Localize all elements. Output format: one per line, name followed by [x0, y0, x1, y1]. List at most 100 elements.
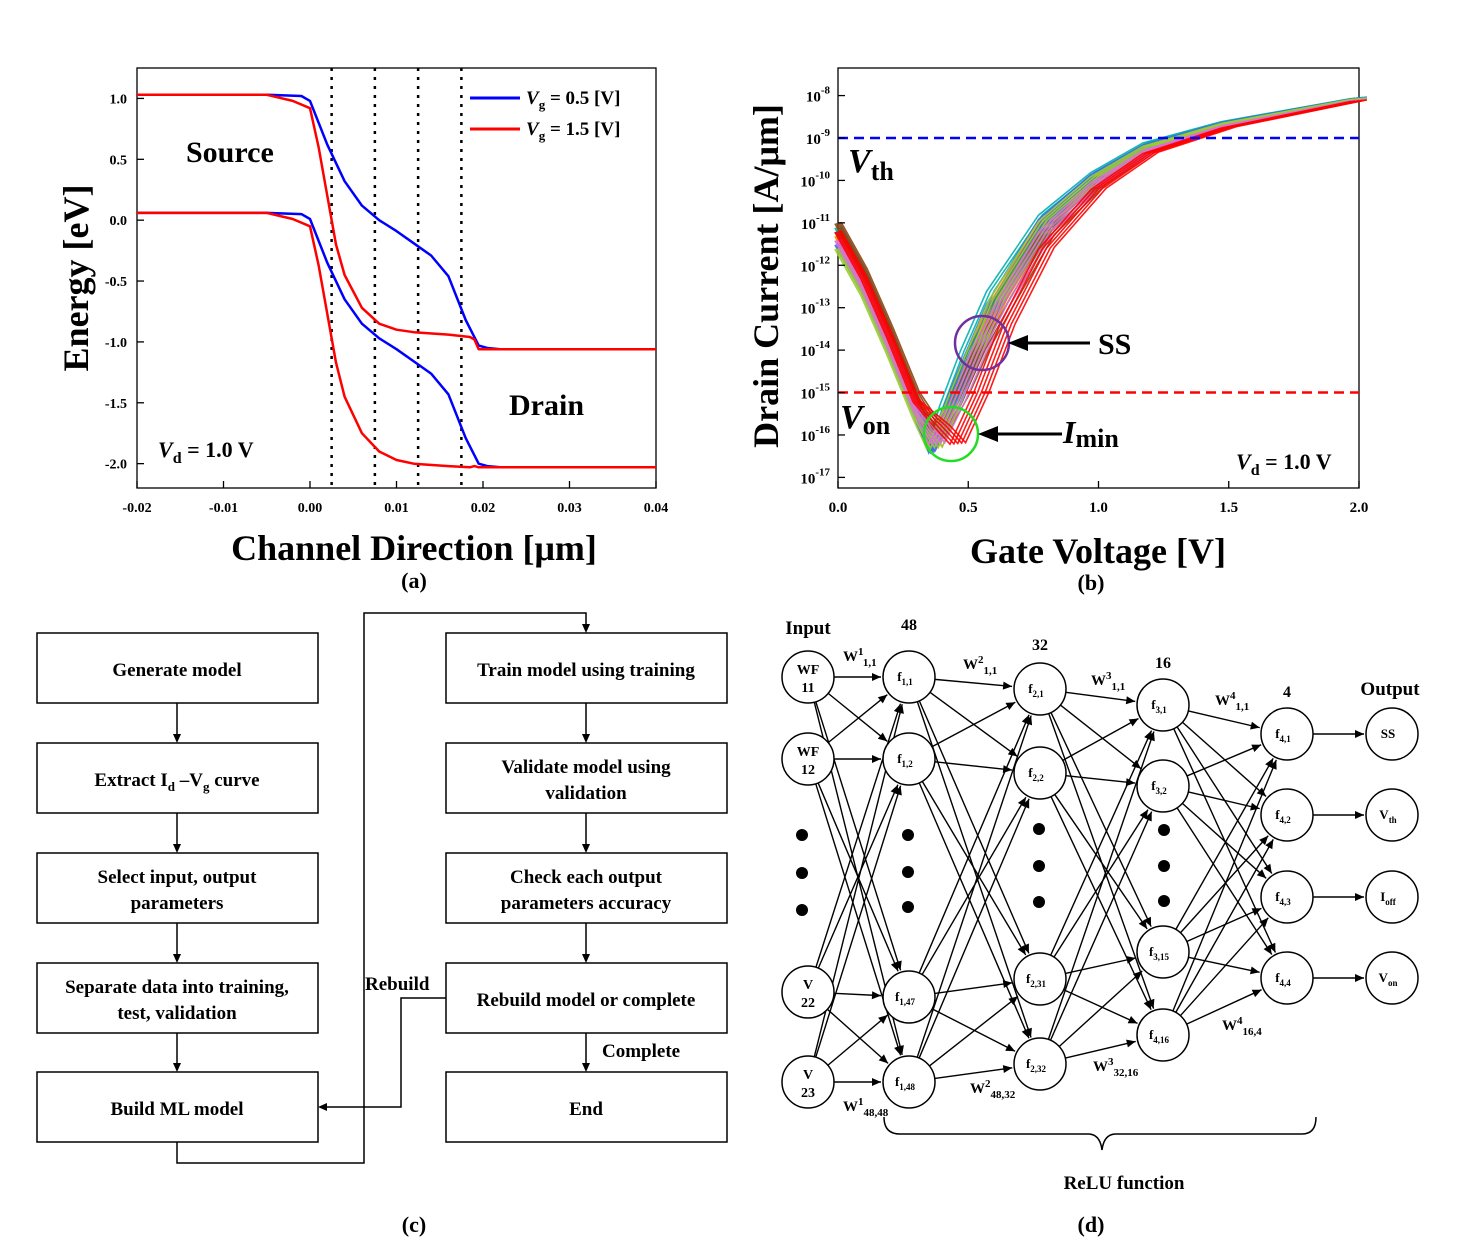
nn-neuron-label: f2,31 [1026, 971, 1047, 989]
legend-label-vg05: Vg = 0.5 [V] [526, 88, 620, 112]
vg15-band-valence [137, 211, 656, 469]
chart-a-ylabel: Energy [eV] [56, 185, 96, 372]
step-rebuild-label: Rebuild model or complete [477, 990, 696, 1011]
nn-node [1365, 870, 1419, 924]
step-build-label: Build ML model [110, 1099, 243, 1120]
nn-edge-arrowhead [1128, 718, 1139, 727]
nn-edge-arrowhead [1250, 966, 1260, 975]
nn-node [1365, 707, 1419, 761]
step-train-label: Train model using training [477, 660, 695, 681]
step-check-accuracy [445, 852, 728, 924]
id-vg-curve [840, 99, 1367, 436]
nn-edge [916, 715, 1032, 1058]
nn-input-label: 22 [801, 996, 815, 1011]
nn-edge [1181, 721, 1267, 797]
nn-edge [826, 1008, 889, 1064]
nn-edge-arrowhead [1250, 802, 1260, 811]
vd-annotation-a: Vd = 1.0 V [158, 437, 254, 467]
step-build-ml-model [36, 1071, 319, 1143]
chart-a-xtick-label: 0.01 [384, 501, 409, 516]
flowchart-connectors [176, 612, 587, 1164]
nn-edge-arrowhead [1251, 908, 1262, 916]
chart-b-ytick-label: 10-16 [800, 424, 830, 445]
nn-edge [1186, 989, 1262, 1025]
flowchart-arrowheads [173, 624, 590, 1111]
nn-edge [931, 1008, 1016, 1052]
chart-a-xtick-label: -0.01 [209, 501, 238, 516]
nn-node [882, 650, 936, 704]
nn-output-label: Ioff [1380, 889, 1397, 907]
nn-edge-arrowhead [1268, 942, 1276, 953]
nn-node [1260, 707, 1314, 761]
nn-edge [934, 761, 1013, 771]
nn-neuron-label: f4,2 [1275, 807, 1291, 825]
nn-edge [931, 701, 1016, 748]
nn-node [882, 1055, 936, 1109]
nn-weight-label: W416,4 [1222, 1015, 1262, 1038]
nn-edge [1186, 744, 1262, 777]
nn-neuron-label: f4,3 [1275, 889, 1291, 907]
nn-edge-arrowhead [1021, 798, 1030, 809]
nn-edge [1188, 710, 1260, 729]
nn-neuron-label: f4,4 [1275, 970, 1291, 988]
nn-edge [1049, 811, 1153, 1041]
chart-a-ytick-label: -0.5 [105, 275, 127, 290]
nn-edge [934, 982, 1013, 995]
nn-input-label: V [803, 1068, 813, 1083]
nn-edge [921, 780, 1027, 956]
nn-node [1013, 952, 1067, 1006]
nn-neuron-label: f1,47 [895, 989, 916, 1007]
nn-edge [1172, 759, 1277, 1012]
nn-neuron-label: f1,48 [895, 1074, 916, 1092]
nn-edge-arrowhead [1259, 917, 1269, 928]
relu-label: ReLU function [1064, 1173, 1185, 1194]
chart-a-xtick-label: -0.02 [122, 501, 151, 516]
chart-b-xtick-label: 2.0 [1350, 500, 1369, 516]
nn-edge-arrowhead [1125, 696, 1136, 705]
id-vg-curve [835, 99, 1356, 446]
nn-input-label: 12 [801, 763, 815, 778]
nn-edge [934, 678, 1013, 688]
nn-edge-arrowhead [872, 1078, 881, 1086]
nn-edge [918, 700, 1030, 954]
chart-b-ylabel: Drain Current [A/μm] [746, 104, 786, 448]
nn-edge-arrowhead [1017, 945, 1026, 955]
step-validate-model [445, 742, 728, 814]
nn-node [1260, 870, 1314, 924]
nn-edge [1188, 791, 1260, 810]
nn-input-label: 23 [801, 1086, 815, 1101]
id-vg-curve [838, 99, 1364, 437]
chart-b-xtick-label: 0.5 [959, 500, 978, 516]
chart-b-xtick-label: 0.0 [829, 500, 848, 516]
id-vg-curve [834, 99, 1352, 447]
nn-edge-arrowhead [1355, 811, 1364, 819]
nn-edge-arrowhead [1126, 956, 1136, 964]
chart-a-xtick-label: 0.00 [298, 501, 323, 516]
id-vg-curve [840, 99, 1367, 445]
id-vg-curve [837, 99, 1360, 445]
imin-arrowhead [978, 426, 998, 442]
nn-node [1013, 746, 1067, 800]
nn-edge [1047, 731, 1155, 1040]
nn-ellipsis-dot [902, 866, 914, 878]
step-validate-label-1: Validate model using [501, 757, 671, 778]
nn-node [781, 732, 835, 786]
nn-edge [1065, 775, 1136, 784]
drain-label: Drain [509, 389, 584, 422]
nn-edge-arrowhead [1256, 787, 1267, 797]
nn-weight-labels: W11,1W148,48W21,1W248,32W31,1W332,16W41,… [843, 646, 1262, 1119]
nn-node [1136, 678, 1190, 732]
nn-edge [1059, 704, 1142, 770]
nn-ellipsis-dot [796, 829, 808, 841]
nn-edge-arrowhead [1355, 974, 1364, 982]
nn-edge-arrowhead [1269, 759, 1277, 770]
step-end-label: End [569, 1099, 603, 1120]
chart-b-ytick-label: 10-8 [806, 85, 831, 106]
nn-edge [918, 798, 1030, 1059]
step-separate-label-1: Separate data into training, [65, 977, 289, 998]
chart-b-xtick-label: 1.5 [1219, 500, 1238, 516]
nn-edge-arrowhead [890, 961, 899, 972]
nn-node [1365, 788, 1419, 842]
ss-arrowhead [1008, 335, 1028, 351]
